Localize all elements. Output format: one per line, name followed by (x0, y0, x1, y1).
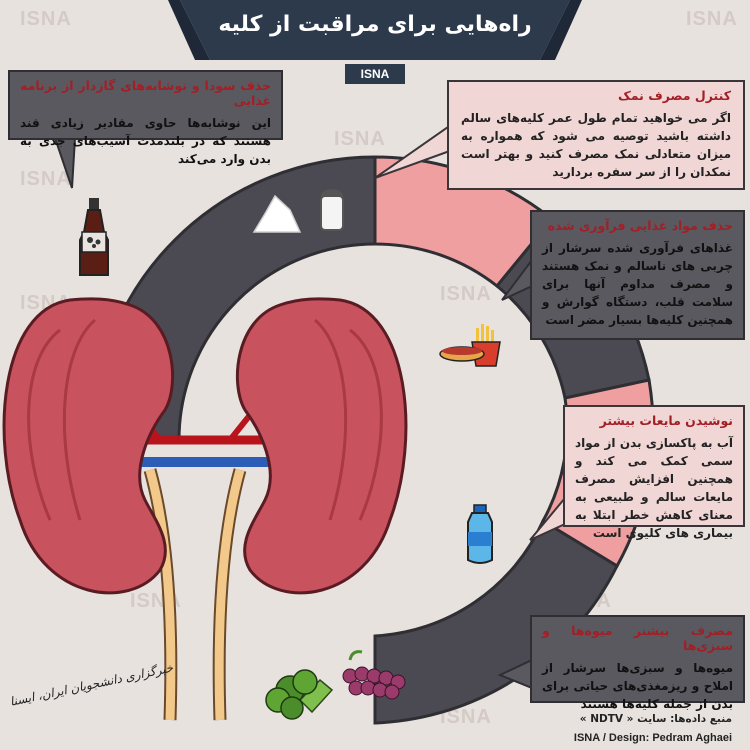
tip-card-fluids: نوشیدن مایعات بیشتر آب به پاکسازی بدن از… (563, 405, 745, 540)
kidneys-illustration (2, 297, 408, 721)
tip-title: حذف سودا و نوشابه‌های گازدار از برنامه غ… (20, 78, 271, 108)
tip-body: آب به پاکسازی بدن از مواد سمی کمک می کند… (575, 436, 733, 540)
watermark: ISNA (686, 8, 738, 30)
tip-title: مصرف بیشتر میوه‌ها و سبزی‌ها (542, 623, 733, 653)
water-bottle-icon (467, 504, 493, 564)
tip-card-salt: کنترل مصرف نمک اگر می خواهید تمام طول عم… (447, 80, 745, 190)
watermark: ISNA (440, 283, 492, 305)
watermark: ISNA (440, 706, 492, 728)
salt-shaker-icon (252, 189, 344, 233)
brand-badge: ISNA (345, 64, 405, 84)
page-title: راه‌هایی برای مراقبت از کلیه (218, 12, 532, 37)
watermark: ISNA (20, 168, 72, 190)
broccoli-grapes-icon (265, 650, 406, 720)
tip-body: غذاهای فرآوری شده سرشار از چربی های ناسا… (542, 241, 733, 327)
tip-title: نوشیدن مایعات بیشتر (599, 413, 733, 428)
title-ribbon (168, 0, 582, 60)
tip-card-fruits-vegetables: مصرف بیشتر میوه‌ها و سبزی‌ها میوه‌ها و س… (530, 615, 745, 711)
tip-body: این نوشابه‌ها حاوی مقادیر زیادی قند هستن… (20, 116, 271, 166)
soda-bottle-icon (79, 198, 109, 276)
watermark: ISNA (334, 128, 386, 150)
tip-card-soda: حذف سودا و نوشابه‌های گازدار از برنامه غ… (8, 70, 283, 166)
watermark: ISNA (20, 8, 72, 30)
tip-title: کنترل مصرف نمک (617, 88, 731, 103)
tip-body: اگر می خواهید تمام طول عمر کلیه‌های سالم… (461, 111, 731, 179)
tip-body: میوه‌ها و سبزی‌ها سرشار از املاح و ریزمغ… (542, 661, 733, 711)
tip-card-processed-food: حذف مواد غذایی فرآوری شده غذاهای فرآوری … (530, 210, 745, 340)
tip-title: حذف مواد غذایی فرآوری شده (547, 218, 733, 233)
fast-food-icon (439, 324, 501, 367)
source-note: منبع داده‌ها: سایت « NDTV » (579, 713, 732, 725)
design-credit: ISNA / Design: Pedram Aghaei (573, 732, 732, 744)
